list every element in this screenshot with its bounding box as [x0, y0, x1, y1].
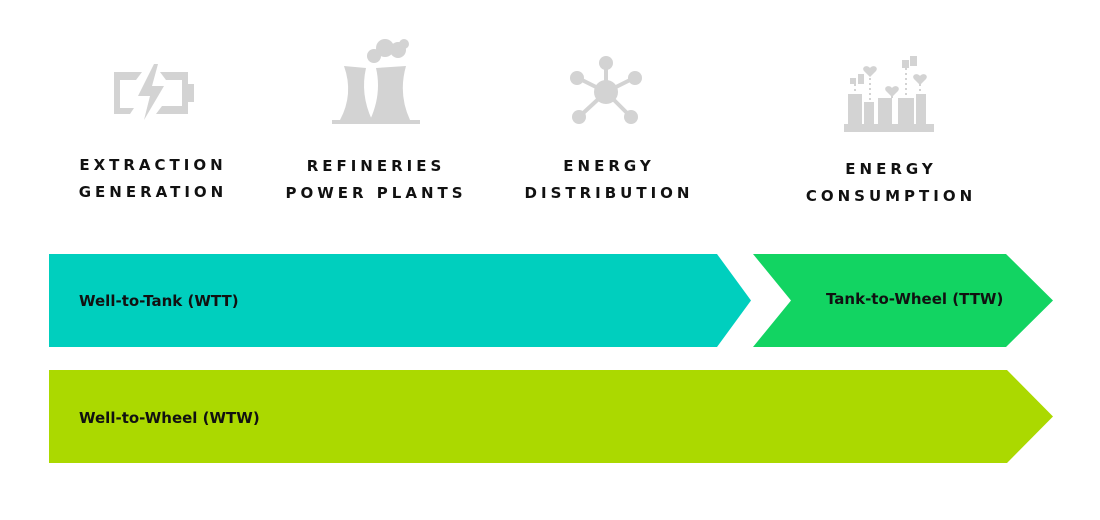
stage-label-line-2: GENERATION [78, 183, 228, 201]
network-hub-icon [566, 56, 646, 126]
stage-label-line-1: ENERGY [563, 157, 655, 175]
wtw-arrow [49, 370, 1055, 463]
stage-label-consumption: ENERGY CONSUMPTION [796, 156, 986, 210]
ttw-arrow-shape [753, 254, 1053, 347]
wtt-arrow-shape [49, 254, 751, 347]
stage-label-line-1: EXTRACTION [79, 156, 227, 174]
wtw-arrow-shape [49, 370, 1053, 463]
stage-label-line-2: POWER PLANTS [285, 184, 467, 202]
ttw-arrow [753, 254, 1055, 347]
ttw-label: Tank-to-Wheel (TTW) [826, 290, 1004, 308]
power-plant-icon [330, 38, 422, 124]
stage-label-line-2: DISTRIBUTION [524, 184, 694, 202]
factory-hearts-icon [844, 54, 934, 134]
stage-label-distribution: ENERGY DISTRIBUTION [516, 153, 702, 207]
stage-label-line-1: REFINERIES [306, 157, 446, 175]
stage-label-extraction: EXTRACTION GENERATION [60, 152, 246, 206]
stage-label-line-2: CONSUMPTION [805, 187, 977, 205]
wtt-label: Well-to-Tank (WTT) [79, 292, 239, 310]
battery-charging-icon [108, 62, 198, 122]
stage-label-refineries: REFINERIES POWER PLANTS [276, 153, 476, 207]
wtw-label: Well-to-Wheel (WTW) [79, 409, 260, 427]
wtt-arrow [49, 254, 753, 347]
stage-label-line-1: ENERGY [845, 160, 937, 178]
